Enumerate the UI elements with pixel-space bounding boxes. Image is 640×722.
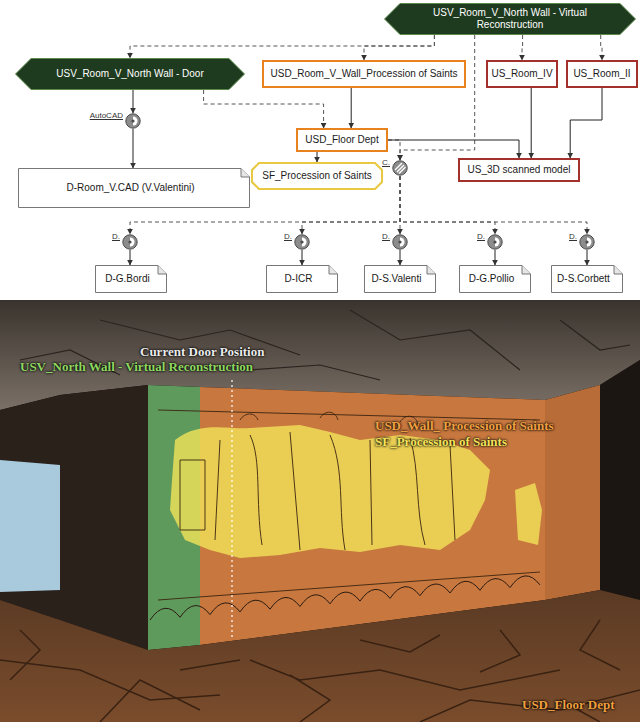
connector bbox=[130, 250, 131, 265]
method-label: D. bbox=[112, 232, 120, 241]
extractor-symbol bbox=[125, 113, 141, 129]
annotation-label: USD_Floor Dept bbox=[522, 697, 615, 712]
connector bbox=[133, 129, 134, 168]
reconstruction-hexagon: USV_Room_V_North Wall - Door bbox=[15, 58, 245, 90]
source-document: D-S.Corbett bbox=[551, 265, 623, 293]
connector bbox=[522, 35, 524, 60]
node-label: D-G.Bordi bbox=[105, 273, 149, 285]
method-label: AutoCAD bbox=[90, 111, 123, 120]
documentary-unit-box: USD_Room_V_Wall_Procession of Saints bbox=[262, 60, 466, 88]
connector bbox=[133, 90, 134, 113]
source-document: D-S.Valenti bbox=[364, 265, 436, 293]
source-document: D-Room_V.CAD (V.Valentini) bbox=[18, 168, 250, 208]
node-label: D-ICR bbox=[285, 273, 313, 285]
special-find-octagon: SF_Procession of Saints bbox=[251, 162, 383, 190]
node-label: D-S.Valenti bbox=[372, 273, 422, 285]
method-label: D. bbox=[382, 232, 390, 241]
connector bbox=[400, 35, 475, 160]
node-label: USV_Room_V_North Wall - Virtual Reconstr… bbox=[402, 7, 618, 31]
extractor-node: D. bbox=[284, 234, 310, 250]
extractor-symbol bbox=[294, 234, 310, 250]
combiner-node: C. bbox=[382, 160, 408, 176]
extractor-node: D. bbox=[382, 234, 408, 250]
node-label: US_Room_IV bbox=[491, 68, 552, 80]
stratigraphic-unit-box: US_3D scanned model bbox=[458, 158, 580, 182]
connector bbox=[570, 88, 602, 158]
node-label: US_3D scanned model bbox=[468, 164, 571, 176]
method-label: D. bbox=[477, 232, 485, 241]
extractor-node: D. bbox=[569, 234, 595, 250]
connector bbox=[400, 250, 401, 265]
connector bbox=[601, 35, 602, 60]
connector bbox=[388, 140, 400, 160]
extractor-symbol bbox=[122, 234, 138, 250]
method-label: C. bbox=[382, 158, 390, 167]
connector bbox=[531, 88, 532, 158]
documentary-unit-box: USD_Floor Dept bbox=[296, 128, 388, 152]
connector bbox=[495, 250, 496, 265]
node-label: D-G.Pollio bbox=[469, 273, 515, 285]
connector bbox=[388, 140, 519, 158]
method-label: D. bbox=[569, 232, 577, 241]
extractor-node: D. bbox=[477, 234, 503, 250]
extractor-node: D. bbox=[112, 234, 138, 250]
node-label: SF_Procession of Saints bbox=[262, 170, 372, 182]
annotation-label: USD_Wall_ Procession of Saints bbox=[375, 418, 554, 433]
source-document: D-G.Pollio bbox=[459, 265, 531, 293]
node-label: USV_Room_V_North Wall - Door bbox=[56, 68, 203, 80]
reconstruction-hexagon: USV_Room_V_North Wall - Virtual Reconstr… bbox=[384, 3, 636, 35]
extractor-symbol bbox=[487, 234, 503, 250]
node-label: D-Room_V.CAD (V.Valentini) bbox=[66, 182, 194, 194]
connector bbox=[204, 90, 324, 128]
combiner-symbol bbox=[392, 160, 408, 176]
connector bbox=[317, 152, 318, 162]
node-label: D-S.Corbett bbox=[557, 273, 610, 285]
extractor-symbol bbox=[579, 234, 595, 250]
node-label: USD_Floor Dept bbox=[305, 134, 378, 146]
extractor-symbol bbox=[392, 234, 408, 250]
source-document: D-ICR bbox=[266, 265, 338, 293]
stratigraphic-unit-box: US_Room_IV bbox=[486, 60, 558, 88]
annotation-label: Current Door Position bbox=[140, 344, 264, 359]
method-label: D. bbox=[284, 232, 292, 241]
stratigraphic-unit-box: US_Room_II bbox=[566, 60, 638, 88]
connector bbox=[364, 35, 434, 60]
connector bbox=[587, 250, 588, 265]
source-document: D-G.Bordi bbox=[95, 265, 167, 293]
connector bbox=[351, 88, 352, 128]
node-label: USD_Room_V_Wall_Procession of Saints bbox=[271, 68, 458, 80]
extractor-node: AutoCAD bbox=[90, 113, 141, 129]
annotation-label: SF_Procession of Saints bbox=[375, 434, 507, 449]
node-label: US_Room_II bbox=[573, 68, 630, 80]
connector bbox=[400, 176, 495, 234]
connector bbox=[400, 176, 587, 234]
connector bbox=[302, 250, 303, 265]
annotation-label: USV_North Wall - Virtual Reconstruction bbox=[20, 359, 253, 374]
